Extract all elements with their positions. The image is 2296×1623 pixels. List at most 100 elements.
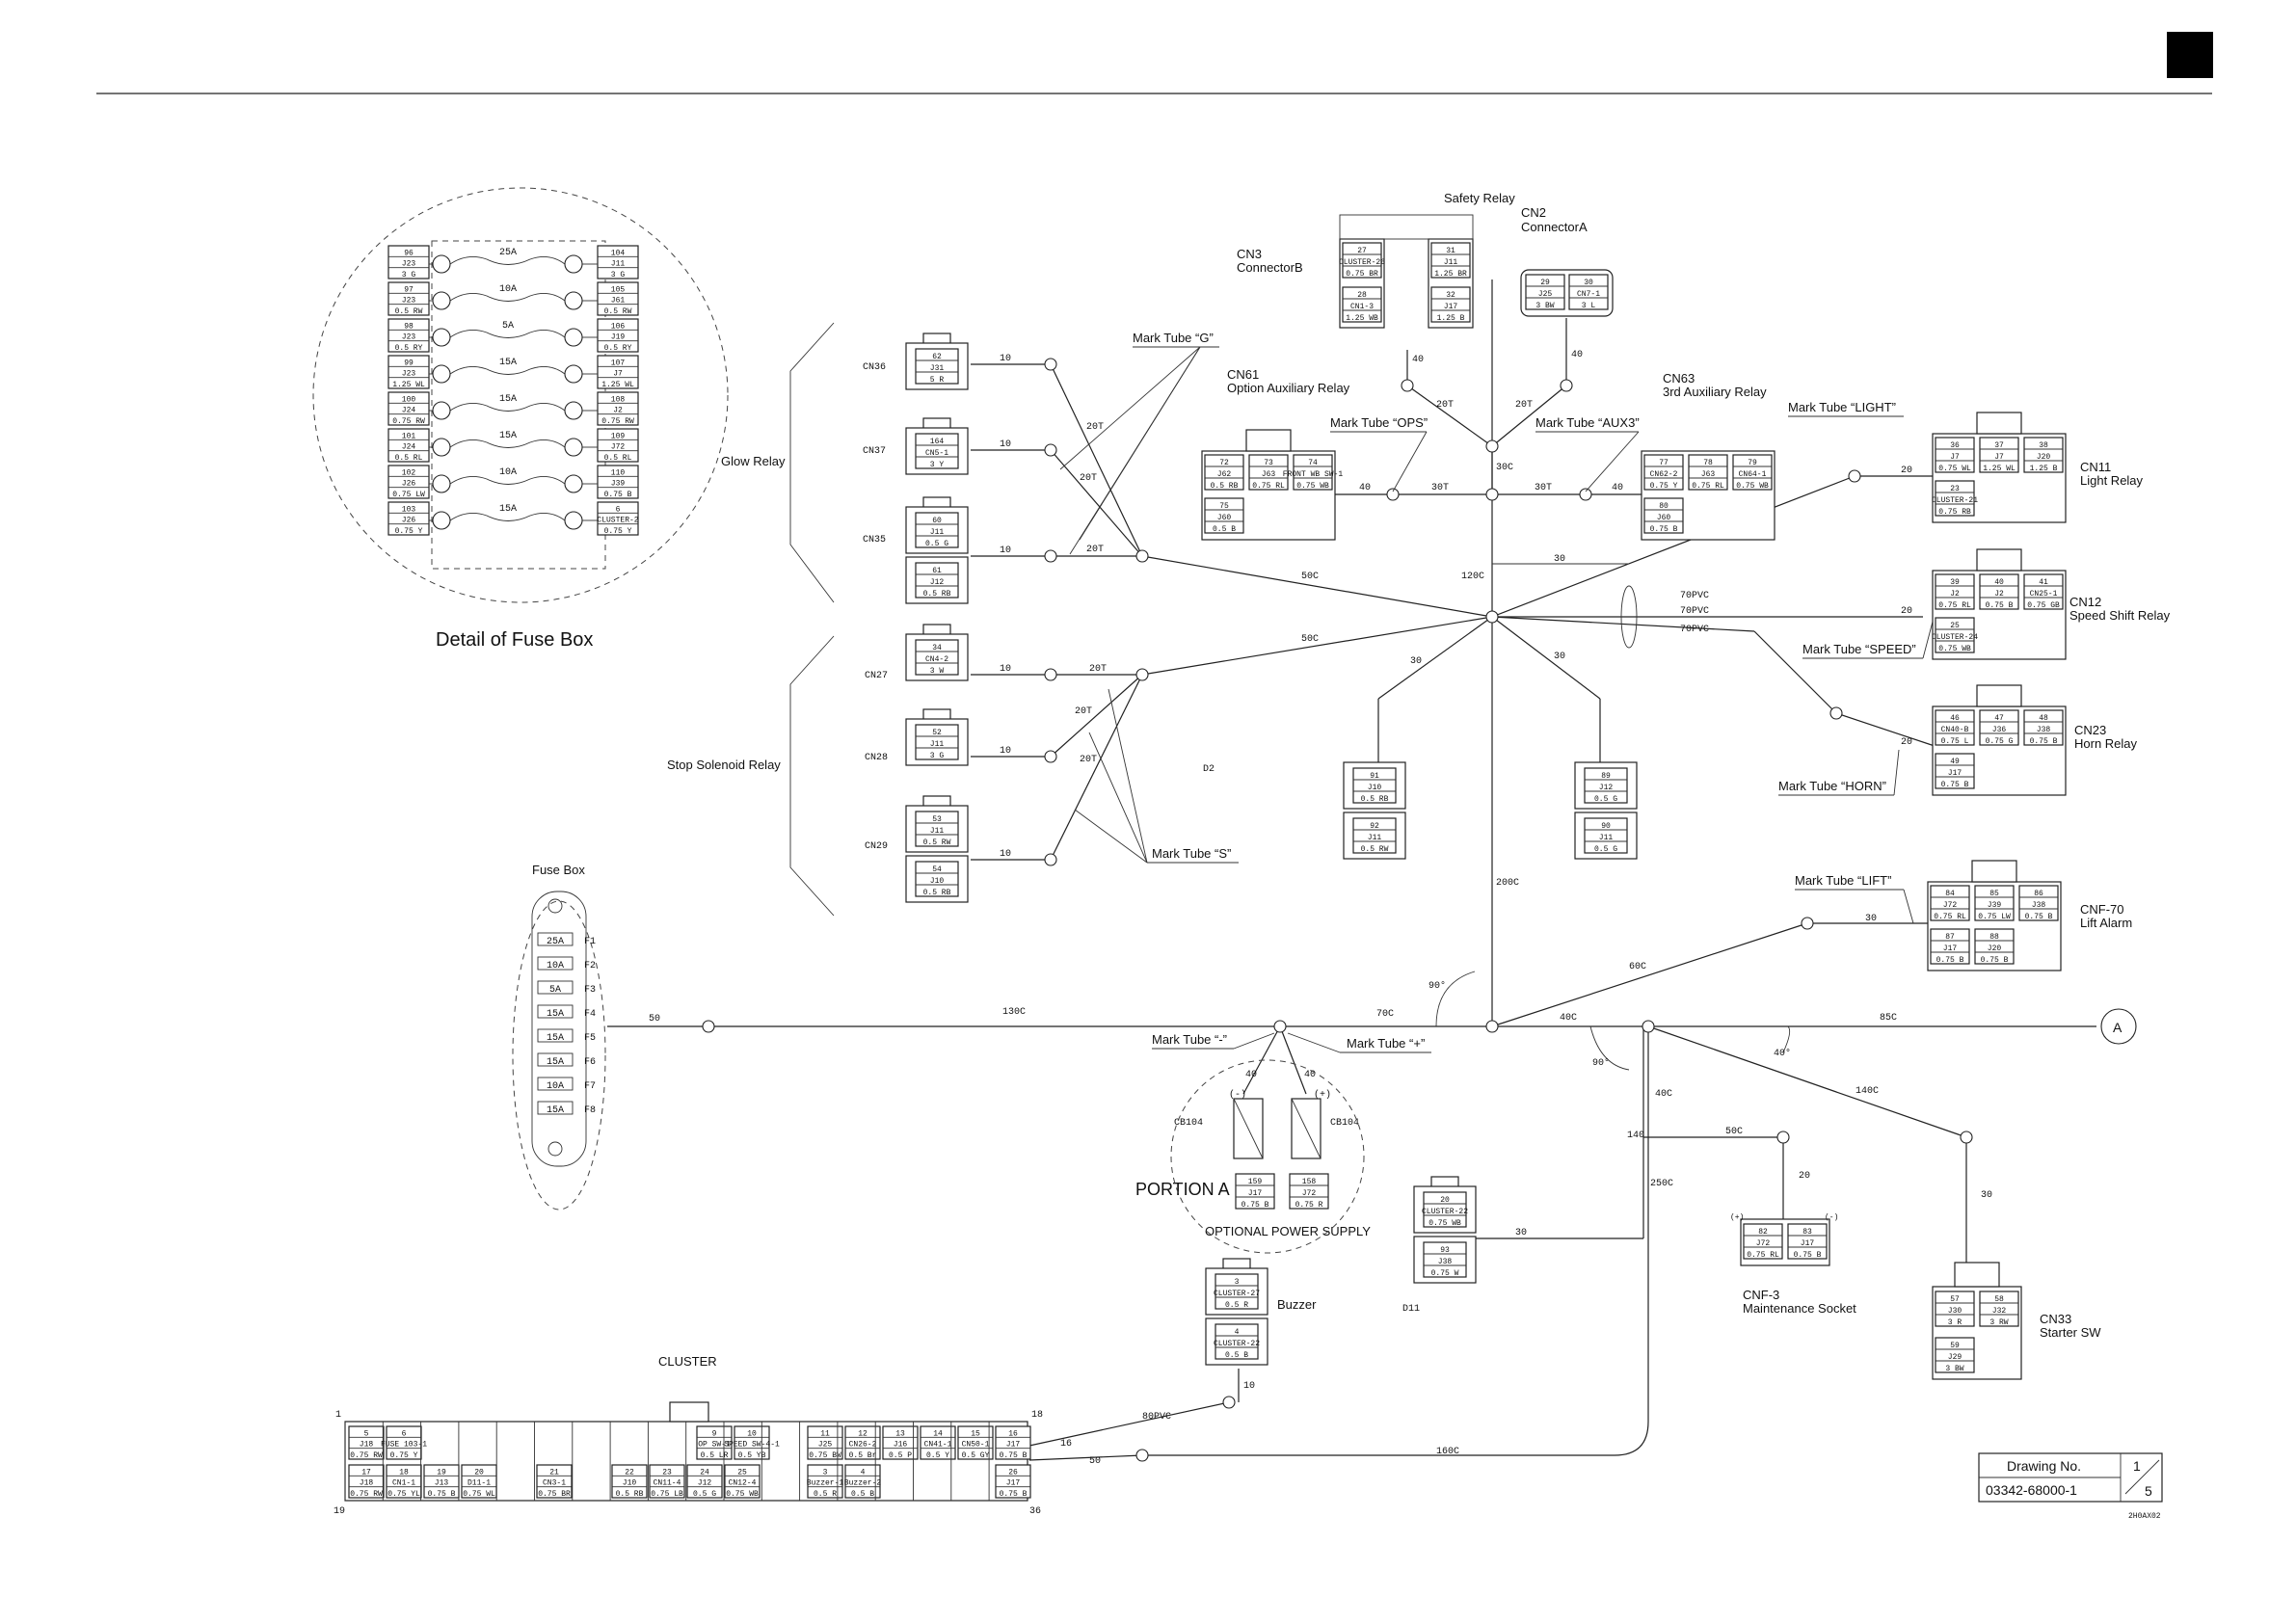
svg-text:18: 18: [399, 1468, 409, 1477]
svg-text:CN33: CN33: [2040, 1312, 2071, 1326]
svg-text:25: 25: [1950, 622, 1960, 630]
svg-text:0.75 WB: 0.75 WB: [1938, 645, 1971, 653]
svg-text:16: 16: [1060, 1439, 1072, 1450]
svg-text:20T: 20T: [1515, 400, 1533, 411]
fuse-box-label: F7: [584, 1081, 596, 1092]
svg-text:CN36: CN36: [863, 362, 886, 373]
svg-text:96: 96: [404, 249, 414, 257]
svg-text:3rd Auxiliary Relay: 3rd Auxiliary Relay: [1663, 385, 1767, 399]
svg-text:0.75 B: 0.75 B: [1000, 1451, 1028, 1460]
svg-text:J26: J26: [402, 480, 416, 489]
svg-text:49: 49: [1950, 758, 1960, 766]
svg-text:CN35: CN35: [863, 535, 886, 545]
svg-text:38: 38: [2039, 441, 2048, 450]
svg-text:0.75 WL: 0.75 WL: [1938, 465, 1971, 473]
svg-text:0.5 RB: 0.5 RB: [923, 590, 951, 599]
svg-text:CN50-1: CN50-1: [962, 1441, 990, 1450]
svg-text:84: 84: [1945, 890, 1955, 898]
svg-text:0.5 RB: 0.5 RB: [616, 1490, 644, 1499]
svg-text:CN64-1: CN64-1: [1739, 470, 1767, 479]
svg-text:0.5 Br: 0.5 Br: [849, 1451, 877, 1460]
svg-text:J38: J38: [1438, 1258, 1453, 1266]
svg-text:J23: J23: [402, 260, 416, 269]
svg-text:CN40-B: CN40-B: [1941, 726, 1969, 734]
svg-text:CNF-70: CNF-70: [2080, 902, 2124, 917]
svg-text:28: 28: [1357, 291, 1367, 300]
svg-text:20T: 20T: [1089, 664, 1107, 675]
svg-text:D2: D2: [1203, 764, 1215, 775]
svg-text:37: 37: [1994, 441, 2004, 450]
svg-text:FUSE 103-1: FUSE 103-1: [381, 1441, 427, 1450]
svg-text:1.25 BR: 1.25 BR: [1434, 270, 1467, 279]
svg-text:CN29: CN29: [865, 841, 888, 852]
svg-text:CN11-4: CN11-4: [654, 1479, 681, 1488]
svg-text:34: 34: [932, 644, 942, 652]
svg-text:0.75 RB: 0.75 RB: [1938, 508, 1971, 517]
svg-text:21: 21: [549, 1468, 559, 1477]
svg-text:159: 159: [1248, 1178, 1263, 1186]
svg-text:30: 30: [1554, 554, 1565, 565]
svg-text:CB104: CB104: [1174, 1118, 1203, 1129]
svg-text:158: 158: [1302, 1178, 1317, 1186]
svg-text:10: 10: [747, 1429, 757, 1438]
svg-text:CN12-4: CN12-4: [729, 1479, 757, 1488]
page-marker-square: [2167, 32, 2213, 78]
svg-text:0.5 G: 0.5 G: [925, 540, 948, 548]
svg-text:0.75 B: 0.75 B: [2030, 737, 2058, 746]
svg-text:160C: 160C: [1436, 1447, 1459, 1457]
svg-text:30T: 30T: [1535, 483, 1552, 493]
svg-text:86: 86: [2034, 890, 2043, 898]
svg-text:J72: J72: [611, 443, 626, 452]
svg-text:1.25 WL: 1.25 WL: [601, 381, 634, 389]
svg-text:0.5 RW: 0.5 RW: [1361, 845, 1389, 854]
svg-text:CLUSTER-26: CLUSTER-26: [1339, 258, 1385, 267]
svg-text:91: 91: [1370, 772, 1379, 781]
svg-text:0.75 WL: 0.75 WL: [463, 1490, 495, 1499]
svg-text:0.5 B: 0.5 B: [1213, 525, 1236, 534]
svg-text:6: 6: [616, 505, 621, 514]
svg-text:FRONT WB SW-1: FRONT WB SW-1: [1283, 470, 1344, 479]
svg-text:23: 23: [1950, 485, 1960, 493]
svg-text:41: 41: [2039, 578, 2048, 587]
svg-text:103: 103: [402, 505, 416, 514]
svg-text:25: 25: [737, 1468, 747, 1477]
svg-text:CN1-1: CN1-1: [392, 1479, 415, 1488]
svg-text:0.75 WB: 0.75 WB: [1428, 1219, 1461, 1228]
svg-text:92: 92: [1370, 822, 1379, 831]
svg-text:20T: 20T: [1086, 422, 1104, 433]
svg-text:CLUSTER: CLUSTER: [658, 1354, 717, 1369]
svg-text:J36: J36: [1992, 726, 2007, 734]
svg-text:102: 102: [402, 468, 416, 477]
svg-text:0.5 RL: 0.5 RL: [395, 454, 423, 463]
svg-text:(+): (+): [1314, 1089, 1331, 1101]
svg-text:CN12: CN12: [2069, 595, 2101, 609]
cn3-relay-body: [1339, 214, 1474, 240]
svg-text:CNF-3: CNF-3: [1743, 1288, 1779, 1302]
svg-text:98: 98: [404, 322, 414, 331]
svg-text:J63: J63: [1262, 470, 1276, 479]
svg-text:Mark Tube “LIFT”: Mark Tube “LIFT”: [1795, 873, 1891, 888]
svg-text:9: 9: [712, 1429, 717, 1438]
svg-text:0.75 RL: 0.75 RL: [1938, 601, 1971, 610]
svg-text:3: 3: [1235, 1278, 1240, 1287]
svg-text:CLUSTER-21: CLUSTER-21: [1932, 496, 1978, 505]
svg-text:20T: 20T: [1086, 545, 1104, 555]
svg-text:CN61: CN61: [1227, 367, 1259, 382]
svg-text:J18: J18: [360, 1479, 374, 1488]
svg-text:Buzzer: Buzzer: [1277, 1297, 1317, 1312]
svg-text:CLUSTER-2: CLUSTER-2: [597, 517, 638, 525]
svg-text:54: 54: [932, 865, 942, 874]
